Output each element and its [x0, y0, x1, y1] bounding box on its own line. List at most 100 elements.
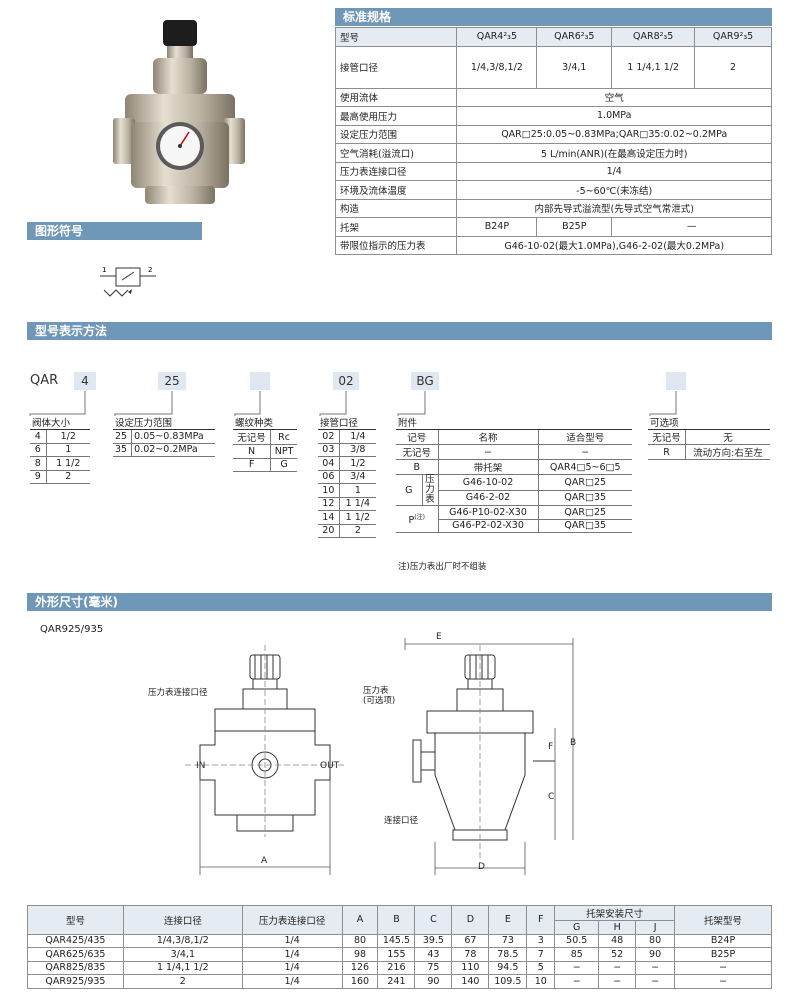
accessory-code: B — [396, 459, 438, 475]
dim-cell: 90 — [635, 947, 676, 962]
model-code-section-header: 型号表示方法 — [27, 322, 772, 340]
accessory-name: − — [437, 444, 538, 460]
body-size-code: 9 — [30, 470, 47, 484]
port-size-value: 3/4 — [338, 470, 376, 484]
accessory-name: G46-P2-02-X30 — [437, 519, 538, 533]
accessory-model: QAR4□5~6□5 — [537, 459, 632, 475]
pressure-range-code: 25 — [113, 429, 132, 444]
drawing-model: QAR925/935 — [40, 624, 104, 635]
spec-bracket: B24P — [456, 217, 538, 237]
spec-model: QAR4²₃5 — [456, 27, 538, 47]
port-size-title: 接管口径 — [318, 415, 376, 430]
port-size-code: 10 — [318, 483, 340, 498]
accessory-code: 无记号 — [396, 444, 438, 460]
regulator-photo — [113, 20, 245, 204]
dim-cell: 1/4 — [241, 947, 343, 962]
spec-row-value: 内部先导式溢流型(先导式空气常泄式) — [456, 198, 772, 218]
thread-title: 螺纹种类 — [233, 415, 297, 430]
spec-model: QAR8²₃5 — [611, 27, 696, 47]
dim-header: E — [488, 905, 528, 935]
dim-cell: − — [635, 960, 676, 975]
gauge-port-label: 压力表连接口径 — [148, 688, 208, 698]
dim-cell: 7 — [526, 947, 556, 962]
port-size-code: 03 — [318, 443, 340, 457]
dimension-table: 型号 连接口径 压力表连接口径 A B C D E F 托架安装尺寸 托架型号 … — [27, 905, 772, 989]
dim-cell: 1/4,3/8,1/2 — [122, 933, 243, 948]
port-size-value: 1 — [338, 483, 376, 498]
spec-row-value: 1/4 — [456, 161, 772, 181]
spec-row-value: 5 L/min(ANR)(在最高设定压力时) — [456, 143, 772, 163]
accessory-title: 附件 — [396, 415, 632, 430]
spec-row-label: 最高使用压力 — [334, 106, 458, 126]
dim-cell: 10 — [526, 974, 556, 989]
dim-cell: 50.5 — [554, 933, 600, 948]
port-size-value: 2 — [338, 524, 376, 538]
pneumatic-symbol: 1 2 — [100, 266, 156, 297]
dim-letter-d: D — [478, 862, 485, 872]
port-size-value: 1 1/2 — [338, 510, 376, 525]
symbol-port-1: 1 — [102, 266, 106, 274]
thread-value: G — [270, 458, 297, 472]
dim-cell: − — [674, 960, 772, 975]
dim-cell: 1/4 — [241, 960, 343, 975]
spec-bracket: B25P — [536, 217, 613, 237]
side-view-drawing — [404, 638, 574, 875]
dim-cell: 94.5 — [488, 960, 528, 975]
spec-model-label: 型号 — [334, 27, 458, 47]
front-view-drawing — [185, 645, 345, 875]
body-size-value: 1/2 — [45, 429, 90, 444]
spec-row-label: 设定压力范围 — [334, 124, 458, 144]
spec-row-value: QAR□25:0.05~0.83MPa;QAR□35:0.02~0.2MPa — [456, 124, 772, 144]
accessory-name: G46-10-02 — [437, 474, 538, 491]
dim-cell: 241 — [377, 974, 416, 989]
spec-row-value: 1.0MPa — [456, 106, 772, 126]
dim-header: 托架安装尺寸 — [554, 905, 676, 921]
pressure-range-code: 35 — [113, 443, 132, 457]
body-size-code: 6 — [30, 443, 47, 457]
accessory-model: QAR□35 — [537, 519, 632, 533]
dim-header: 连接口径 — [122, 905, 243, 935]
spec-port: 1 1/4,1 1/2 — [611, 45, 696, 89]
spec-section-header: 标准规格 — [335, 8, 772, 26]
body-size-code: 8 — [30, 456, 47, 471]
port-size-value: 3/8 — [338, 443, 376, 457]
option-code: 无记号 — [648, 429, 686, 445]
code-slot-accessory: BG — [411, 372, 439, 390]
dim-letter-c: C — [548, 792, 555, 802]
option-value: 流动方向:右至左 — [685, 444, 770, 460]
dim-cell: − — [554, 974, 600, 989]
spec-table: 型号 QAR4²₃5 QAR6²₃5 QAR8²₃5 QAR9²₃5 接管口径 … — [334, 27, 772, 255]
spec-port-label: 接管口径 — [334, 45, 458, 89]
dim-cell: 2 — [122, 974, 243, 989]
dim-cell: QAR925/935 — [27, 974, 124, 989]
thread-code: N — [233, 444, 271, 459]
dim-cell: 85 — [554, 947, 600, 962]
spec-row-label: 构造 — [334, 198, 458, 218]
spec-row-label: 空气消耗(溢流口) — [334, 143, 458, 163]
dim-header: 托架型号 — [674, 905, 772, 935]
spec-row-label: 环境及流体温度 — [334, 180, 458, 200]
dim-cell: 39.5 — [414, 933, 453, 948]
dim-cell: 216 — [377, 960, 416, 975]
port-size-value: 1/2 — [338, 456, 376, 471]
body-size-title: 阀体大小 — [30, 415, 90, 430]
dim-cell: − — [598, 974, 637, 989]
dim-cell: − — [598, 960, 637, 975]
port-size-code: 02 — [318, 429, 340, 444]
dim-cell: 145.5 — [377, 933, 416, 948]
gauge-optional-line: 压力表 — [363, 686, 389, 696]
port-size-code: 12 — [318, 497, 340, 511]
dim-header: C — [414, 905, 453, 935]
code-slot-pressure: 25 — [158, 372, 186, 390]
gauge-optional-line: (可选项) — [363, 696, 396, 706]
accessory-name: G46-2-02 — [437, 490, 538, 506]
code-connectors — [29, 391, 677, 416]
dim-cell: 126 — [341, 960, 379, 975]
dim-cell: − — [554, 960, 600, 975]
pressure-range-value: 0.02~0.2MPa — [131, 443, 215, 457]
dim-cell: 109.5 — [488, 974, 528, 989]
dim-cell: 73 — [488, 933, 528, 948]
